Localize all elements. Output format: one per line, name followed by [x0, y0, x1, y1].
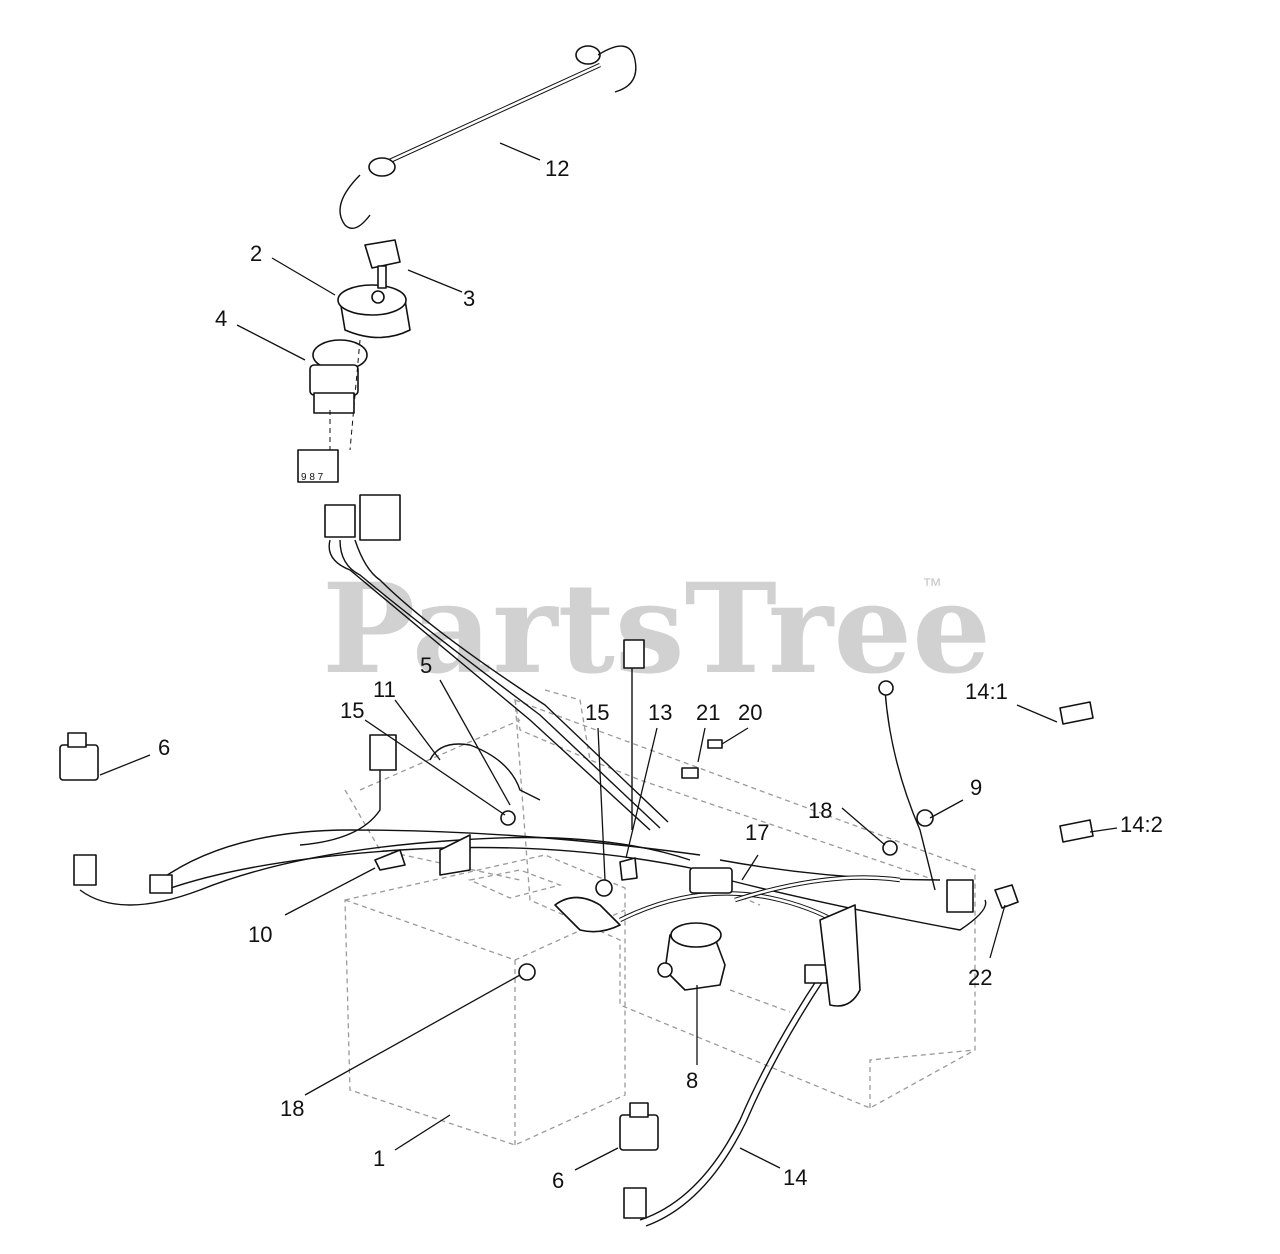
callout-14: 14	[783, 1165, 807, 1190]
harness-plug-center	[623, 639, 645, 669]
harness-plug-right	[946, 879, 974, 913]
ignition-switch	[337, 284, 411, 339]
ring-terminal	[878, 680, 894, 696]
harness-plug-end	[149, 874, 173, 894]
harness-plug-left	[369, 734, 397, 771]
callout-6-left: 6	[158, 735, 170, 760]
fuse-1	[1059, 701, 1094, 725]
relay-left	[59, 732, 99, 886]
callout-21: 21	[696, 700, 720, 725]
watermark-text: PartsTree	[322, 557, 991, 702]
battery	[344, 854, 626, 1146]
callout-5: 5	[420, 653, 432, 678]
ignition-key	[364, 239, 401, 289]
relay-bottom	[619, 1102, 659, 1219]
leader-lines	[99, 142, 1118, 1171]
starter-solenoid	[657, 922, 726, 991]
callout-15-left: 15	[340, 698, 364, 723]
mounting-bracket	[819, 904, 861, 1007]
fuse-2	[1059, 819, 1094, 843]
chassis-frame-outline	[344, 689, 976, 1109]
fuse-block	[689, 867, 733, 894]
callout-3: 3	[463, 286, 475, 311]
control-rod	[339, 45, 637, 229]
watermark-trademark: ™	[922, 575, 942, 597]
callout-8: 8	[686, 1068, 698, 1093]
callout-10: 10	[248, 922, 272, 947]
callout-17: 17	[745, 820, 769, 845]
callout-18-right: 18	[808, 798, 832, 823]
wire-harness	[79, 539, 987, 1227]
callout-14-1: 14:1	[965, 679, 1008, 704]
callout-9: 9	[970, 775, 982, 800]
callout-14-2: 14:2	[1120, 812, 1163, 837]
callout-22: 22	[968, 965, 992, 990]
callout-18-left: 18	[280, 1096, 304, 1121]
callout-2: 2	[250, 241, 262, 266]
harness-plug-lower	[804, 964, 828, 984]
connector-pin-labels: 9 8 7	[301, 472, 324, 483]
harness-connector: 9 8 7	[297, 449, 401, 541]
callout-labels: 12 2 3 4 5 11 15 6 10 15 13 21 20 17 18 …	[158, 156, 1163, 1193]
callout-13: 13	[648, 700, 672, 725]
callout-15-right: 15	[585, 700, 609, 725]
callout-1: 1	[373, 1146, 385, 1171]
pto-switch	[309, 339, 368, 414]
callout-4: 4	[215, 306, 227, 331]
callout-12: 12	[545, 156, 569, 181]
hardware	[374, 739, 1019, 981]
callout-20: 20	[738, 700, 762, 725]
callout-11: 11	[373, 677, 396, 702]
callout-6-bottom: 6	[552, 1168, 564, 1193]
